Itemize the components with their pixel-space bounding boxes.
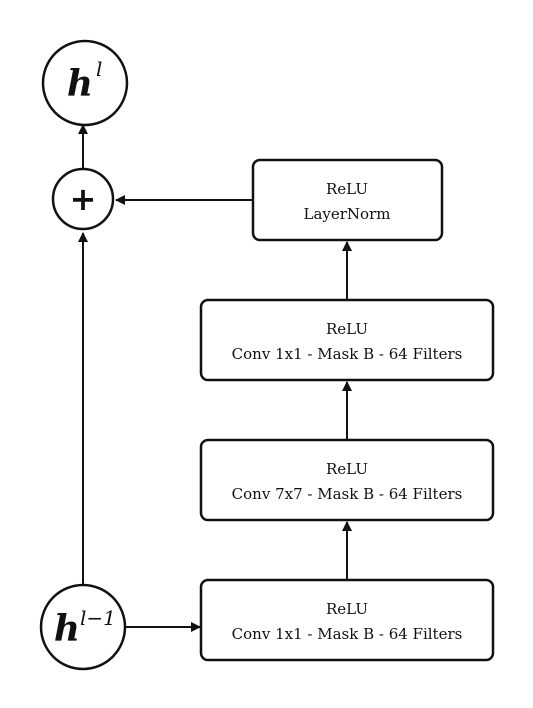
block-conv1x1-bottom: ReLU Conv 1x1 - Mask B - 64 Filters [199, 578, 495, 662]
block-conv1x1-top-line1: ReLU [326, 320, 368, 338]
block-conv1x1-top-line2: Conv 1x1 - Mask B - 64 Filters [232, 345, 463, 363]
input-node: h l−1 [39, 583, 127, 671]
block-conv7x7-line1: ReLU [326, 460, 368, 478]
input-node-base: h [54, 608, 80, 650]
block-layernorm: ReLU LayerNorm [251, 158, 444, 242]
output-node-base: h [67, 63, 93, 105]
sum-node: + [51, 167, 115, 231]
block-conv1x1-top: ReLU Conv 1x1 - Mask B - 64 Filters [199, 298, 495, 382]
plus-icon: + [70, 180, 97, 218]
input-node-superscript: l−1 [80, 606, 116, 630]
block-conv1x1-bottom-line2: Conv 1x1 - Mask B - 64 Filters [232, 625, 463, 643]
block-conv1x1-bottom-line1: ReLU [326, 600, 368, 618]
output-node-superscript: l [96, 57, 102, 81]
block-layernorm-line2: LayerNorm [304, 205, 391, 223]
block-conv7x7: ReLU Conv 7x7 - Mask B - 64 Filters [199, 438, 495, 522]
output-node: h l [41, 39, 129, 127]
block-layernorm-line1: ReLU [326, 180, 368, 198]
block-conv7x7-line2: Conv 7x7 - Mask B - 64 Filters [232, 485, 463, 503]
